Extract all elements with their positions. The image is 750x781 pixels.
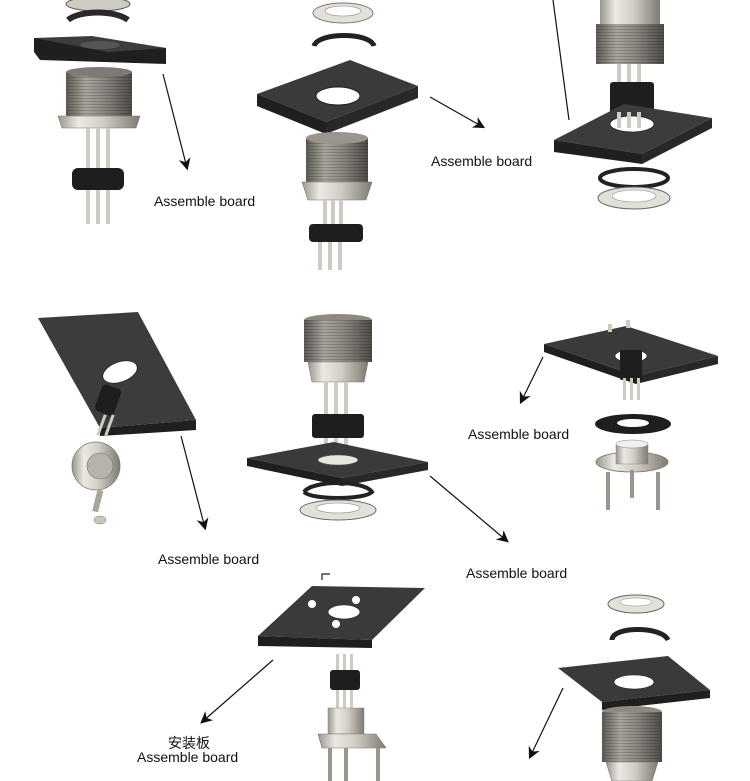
- label-assemble-board-3: Assemble board: [468, 426, 570, 442]
- lock-ring-1: [66, 9, 130, 23]
- assembly-3: [552, 0, 712, 210]
- insulator-7: [330, 670, 360, 690]
- arrow-8: [528, 687, 564, 760]
- lock-ring-5: [302, 481, 375, 500]
- lock-ring-2: [311, 33, 377, 48]
- socket-7: [327, 707, 365, 735]
- label-assemble-board-5: Assemble board: [466, 565, 568, 581]
- label-assemble-board-4: Assemble board: [158, 551, 260, 567]
- arrow-7: [200, 659, 274, 724]
- label-assemble-board-cn: 安装板: [168, 735, 210, 751]
- assembly-1: [34, 0, 191, 224]
- assembly-4: [38, 312, 209, 531]
- label-assemble-board-7: Assemble board: [137, 749, 239, 765]
- insulator-5: [312, 414, 364, 438]
- label-assemble-board-2: Assemble board: [431, 153, 533, 169]
- arrow-1: [162, 73, 191, 171]
- arrow-2: [429, 96, 486, 129]
- arrow-6: [519, 356, 544, 405]
- assembly-5: [247, 314, 509, 543]
- lock-ring-8: [609, 627, 671, 642]
- insulator-2: [309, 224, 363, 242]
- assembly-2: [257, 2, 486, 270]
- flange-1: [57, 115, 141, 129]
- insulator-1: [72, 168, 124, 190]
- arrow-3: [552, 0, 570, 121]
- assembly-8: [528, 594, 710, 781]
- arrow-5: [429, 475, 509, 543]
- assembly-6: [519, 320, 718, 510]
- nut-1: [65, 0, 131, 12]
- plug-3: [600, 0, 660, 24]
- lock-ring-3: [598, 167, 670, 189]
- arrow-4: [180, 435, 209, 531]
- assembly-7: [200, 573, 425, 781]
- label-assemble-board-1: Assemble board: [154, 193, 256, 209]
